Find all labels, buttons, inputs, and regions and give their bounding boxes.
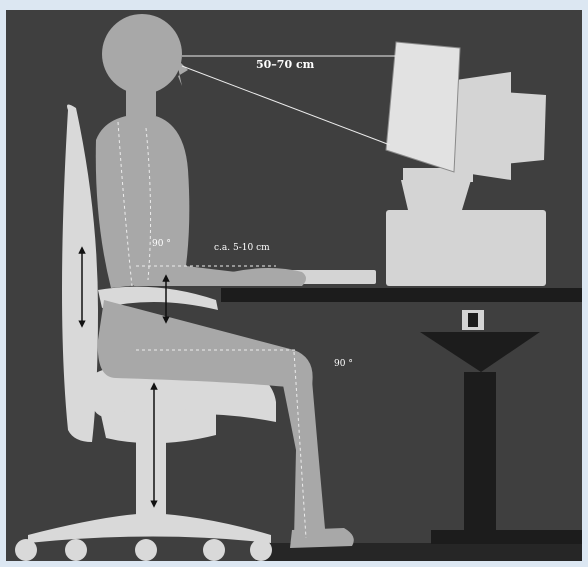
eye-distance-label: 50–70 cm (256, 58, 315, 71)
elbow-angle-label: 90 ° (152, 239, 171, 249)
ergonomic-workstation-diagram: 50–70 cm 90 ° c.a. 5-10 cm 90 ° (6, 10, 582, 561)
forearm-clearance-label: c.a. 5-10 cm (214, 243, 270, 253)
knee-angle-label: 90 ° (334, 359, 353, 369)
